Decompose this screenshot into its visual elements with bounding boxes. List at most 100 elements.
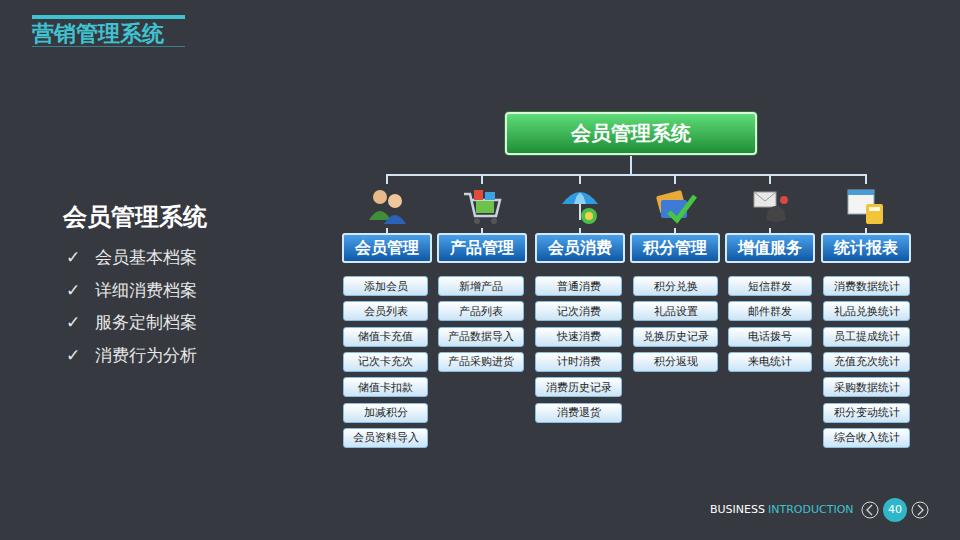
node-text: 新增产品 xyxy=(459,279,503,294)
category-icon xyxy=(365,184,409,228)
feature-item: 消费行为分析 xyxy=(95,345,197,365)
function-box: 积分兑换 xyxy=(633,276,718,296)
node-text: 加减积分 xyxy=(364,405,408,420)
node-text: 会员管理 xyxy=(355,238,419,259)
root-box: 会员管理系统 xyxy=(505,112,757,155)
function-box: 普通消费 xyxy=(535,276,622,296)
feature-item: 会员基本档案 xyxy=(95,247,197,267)
check-mark: ✓ xyxy=(66,312,80,332)
category-icon xyxy=(748,184,792,228)
node-text: 产品采购进货 xyxy=(448,354,514,369)
node-text: 来电统计 xyxy=(748,354,792,369)
node-text: 兑换历史记录 xyxy=(643,329,709,344)
node-text: 产品管理 xyxy=(450,238,514,259)
node-text: 综合收入统计 xyxy=(834,430,900,445)
check-mark: ✓ xyxy=(66,345,80,365)
function-box: 综合收入统计 xyxy=(823,428,910,448)
node-text: 采购数据统计 xyxy=(834,380,900,395)
feature-item: 服务定制档案 xyxy=(95,312,197,332)
function-box: 礼品设置 xyxy=(633,301,718,321)
category-box: 积分管理 xyxy=(630,233,720,263)
function-box: 兑换历史记录 xyxy=(633,327,718,347)
check-mark: ✓ xyxy=(66,247,80,267)
node-text: 邮件群发 xyxy=(748,304,792,319)
node-text: 统计报表 xyxy=(834,238,898,259)
node-text: 短信群发 xyxy=(748,279,792,294)
node-text: 产品数据导入 xyxy=(448,329,514,344)
category-icon xyxy=(558,184,602,228)
node-text: 消费历史记录 xyxy=(546,380,612,395)
function-box: 添加会员 xyxy=(343,276,428,296)
node-text: 记次消费 xyxy=(557,304,601,319)
function-box: 快速消费 xyxy=(535,327,622,347)
node-text: 会员资料导入 xyxy=(353,430,419,445)
function-box: 积分返现 xyxy=(633,352,718,372)
function-box: 产品列表 xyxy=(438,301,524,321)
node-text: 消费数据统计 xyxy=(834,279,900,294)
node-text: 储值卡充值 xyxy=(358,329,413,344)
category-icon xyxy=(653,184,697,228)
node-text: 积分管理 xyxy=(643,238,707,259)
function-box: 采购数据统计 xyxy=(823,377,910,397)
function-box: 计时消费 xyxy=(535,352,622,372)
node-text: 充值充次统计 xyxy=(834,354,900,369)
category-box: 统计报表 xyxy=(821,233,911,263)
page-number: 40 xyxy=(888,503,902,516)
function-box: 记次消费 xyxy=(535,301,622,321)
node-text: 员工提成统计 xyxy=(834,329,900,344)
node-text: 记次卡充次 xyxy=(358,354,413,369)
node-text: 会员列表 xyxy=(364,304,408,319)
tree-connector xyxy=(631,155,866,233)
tree-connector xyxy=(482,155,631,233)
next-button xyxy=(912,502,928,518)
category-icon xyxy=(460,184,504,228)
function-box: 储值卡扣款 xyxy=(343,377,428,397)
node-text: 礼品设置 xyxy=(654,304,698,319)
tree-connector xyxy=(387,155,631,233)
function-box: 会员资料导入 xyxy=(343,428,428,448)
node-text: 计时消费 xyxy=(557,354,601,369)
footer-text: INTRODUCTION xyxy=(768,503,854,516)
node-text: 添加会员 xyxy=(364,279,408,294)
node-text: 积分兑换 xyxy=(654,279,698,294)
function-box: 短信群发 xyxy=(728,276,812,296)
prev-arrow xyxy=(867,505,872,515)
node-text: 增值服务 xyxy=(738,238,802,259)
title-bar xyxy=(32,15,185,19)
section-heading: 会员管理系统 xyxy=(63,203,207,232)
function-box: 邮件群发 xyxy=(728,301,812,321)
category-icon xyxy=(844,184,888,228)
category-box: 产品管理 xyxy=(437,233,527,263)
node-text: 电话拨号 xyxy=(748,329,792,344)
category-box: 会员管理 xyxy=(342,233,432,263)
category-box: 增值服务 xyxy=(725,233,815,263)
function-box: 加减积分 xyxy=(343,403,428,423)
function-box: 消费历史记录 xyxy=(535,377,622,397)
slide-title: 营销管理系统 xyxy=(32,21,164,47)
function-box: 员工提成统计 xyxy=(823,327,910,347)
footer-text: BUSINESS xyxy=(710,503,765,516)
function-box: 消费数据统计 xyxy=(823,276,910,296)
check-mark: ✓ xyxy=(66,280,80,300)
node-text: 会员消费 xyxy=(548,238,612,259)
node-text: 储值卡扣款 xyxy=(358,380,413,395)
function-box: 记次卡充次 xyxy=(343,352,428,372)
function-box: 会员列表 xyxy=(343,301,428,321)
function-box: 充值充次统计 xyxy=(823,352,910,372)
function-box: 产品数据导入 xyxy=(438,327,524,347)
function-box: 储值卡充值 xyxy=(343,327,428,347)
page-badge xyxy=(883,498,907,522)
function-box: 消费退货 xyxy=(535,403,622,423)
function-box: 电话拨号 xyxy=(728,327,812,347)
node-text: 会员管理系统 xyxy=(571,120,691,147)
node-text: 快速消费 xyxy=(557,329,601,344)
node-text: 产品列表 xyxy=(459,304,503,319)
category-box: 会员消费 xyxy=(535,233,625,263)
title-underline xyxy=(32,46,185,47)
node-text: 消费退货 xyxy=(557,405,601,420)
feature-item: 详细消费档案 xyxy=(95,280,197,300)
function-box: 积分变动统计 xyxy=(823,403,910,423)
node-text: 积分变动统计 xyxy=(834,405,900,420)
